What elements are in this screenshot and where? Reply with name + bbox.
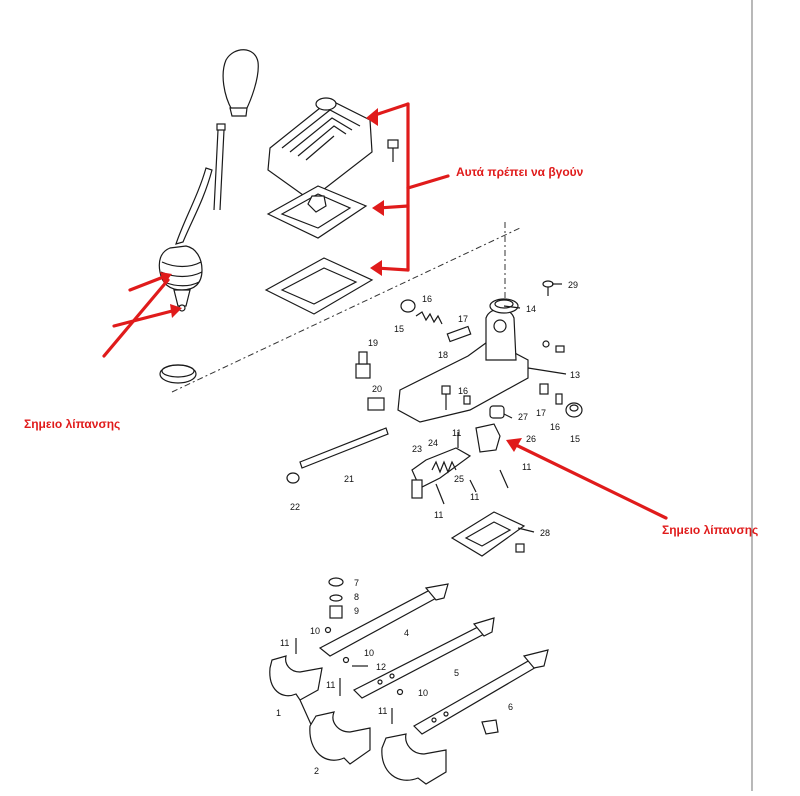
fork-rod-6: [413, 649, 549, 735]
bolt-upper: [387, 139, 399, 162]
part-label: 27: [518, 412, 528, 422]
fork-3: [381, 733, 447, 785]
part-label: 11: [280, 638, 289, 648]
spring-16: [415, 311, 443, 325]
arrowhead-icon: [506, 438, 522, 452]
small-parts: [295, 626, 404, 724]
snap-ring: [159, 364, 197, 384]
part-label: 14: [526, 304, 536, 314]
arrowhead-icon: [170, 304, 182, 318]
arm-26: [475, 423, 501, 453]
shift-knob: [222, 49, 259, 111]
part-label: 24: [428, 438, 438, 448]
part-label: 23: [412, 444, 422, 454]
annotation-remove: Αυτά πρέπει να βγούν: [456, 165, 584, 179]
plug-small: [481, 719, 499, 735]
part-label: 10: [364, 648, 374, 658]
shift-lever: [158, 49, 259, 312]
part-label: 29: [568, 280, 578, 290]
lever-rod-bend: [175, 167, 213, 245]
bolt-16-mid: [441, 385, 451, 410]
fork-2: [309, 711, 371, 765]
lever-pivot: [173, 289, 191, 307]
gasket-plate: [264, 257, 374, 315]
part-label: 11: [470, 492, 479, 502]
lever-nut: [216, 123, 226, 131]
spring-25: [431, 460, 457, 474]
arrowhead-icon: [370, 260, 382, 276]
part-label: 13: [570, 370, 580, 380]
part-label: 9: [354, 606, 359, 616]
bolt-19: [355, 351, 371, 379]
leader-lines: [503, 283, 567, 533]
part-label: 1: [276, 708, 281, 718]
part-label: 16: [422, 294, 432, 304]
arrowhead-icon: [366, 108, 378, 126]
part-label: 11: [452, 428, 461, 438]
red-arrow-right: [506, 438, 668, 520]
part-label: 6: [508, 702, 513, 712]
part-label: 7: [354, 578, 359, 588]
part-label: 11: [522, 462, 531, 472]
part-label: 25: [454, 474, 464, 484]
red-arrows-lever: [102, 272, 182, 358]
lever-rod-upper: [213, 129, 225, 211]
plate-28: [450, 511, 526, 557]
pin-18: [446, 325, 472, 343]
part-label: 18: [438, 350, 448, 360]
cap-15-right: [565, 402, 583, 418]
part-label: 19: [368, 338, 378, 348]
arrowhead-icon: [372, 200, 384, 216]
part-label: 4: [404, 628, 409, 638]
part-label: 10: [310, 626, 320, 636]
part-label: 16: [458, 386, 468, 396]
part-label: 10: [418, 688, 428, 698]
part-label: 16: [550, 422, 560, 432]
annotation-lube-right: Σημειο λίπανσης: [662, 523, 758, 537]
part-label: 11: [326, 680, 335, 690]
shift-housing-13: [397, 308, 529, 423]
boot-plate: [266, 185, 368, 239]
part-labels: 1 2 4 5 6 7 8 9 10 10 10 11 11 11 11 11 …: [276, 280, 580, 776]
bolt-15-left: [400, 299, 416, 313]
fork-rod-4: [318, 583, 449, 657]
arrowhead-icon: [160, 272, 172, 284]
part-label: 5: [454, 668, 459, 678]
small-bolts-right: [539, 340, 565, 405]
selector-23: [411, 447, 472, 499]
part-label: 15: [394, 324, 404, 334]
pins-11: [435, 432, 509, 505]
part-label: 11: [378, 706, 387, 716]
plug-27: [489, 405, 505, 419]
part-label: 21: [344, 474, 354, 484]
annotation-lube-left: Σημειο λίπανσης: [24, 417, 120, 431]
part-label: 28: [540, 528, 550, 538]
part-label: 20: [372, 384, 382, 394]
part-label: 17: [458, 314, 468, 324]
red-bracket-arrows: [366, 102, 450, 276]
part-label: 8: [354, 592, 359, 602]
part-label: 12: [376, 662, 386, 672]
part-label: 15: [570, 434, 580, 444]
knob-collar: [229, 107, 248, 117]
part-label: 26: [526, 434, 536, 444]
fork-rod-5: [352, 617, 495, 699]
part-label: 11: [434, 510, 443, 520]
rubber-boot-top: [267, 97, 373, 201]
part-label: 22: [290, 502, 300, 512]
part-label: 2: [314, 766, 319, 776]
part-label: 17: [536, 408, 546, 418]
sleeve-20: [367, 397, 385, 411]
bolt-7-8-9: [328, 577, 344, 619]
bolt-29: [542, 280, 554, 296]
shaft-21: [299, 427, 389, 469]
washer-22: [286, 472, 300, 484]
